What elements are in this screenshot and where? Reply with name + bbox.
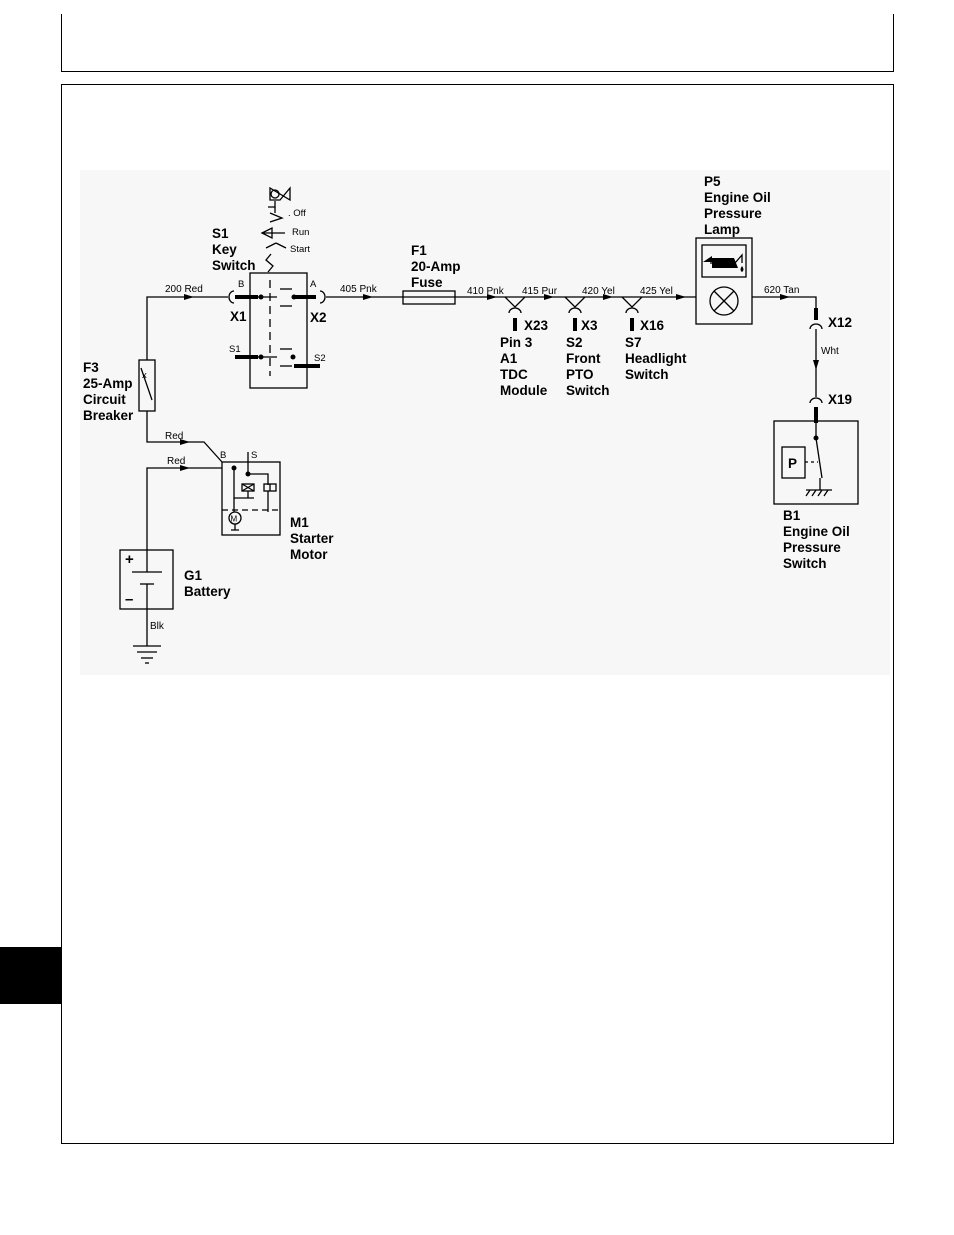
svg-text:M1: M1 <box>290 515 309 530</box>
lamp-icon <box>709 286 739 316</box>
svg-text:Starter: Starter <box>290 531 334 546</box>
svg-text:A1: A1 <box>500 351 518 366</box>
connector-x1: X1 <box>230 309 247 324</box>
key-position-off: . Off <box>288 208 306 219</box>
svg-text:P5: P5 <box>704 174 721 189</box>
svg-text:Switch: Switch <box>783 556 827 571</box>
wire-420-yel: 420 Yel <box>582 286 615 297</box>
svg-text:F3: F3 <box>83 360 99 375</box>
svg-text:Battery: Battery <box>184 584 231 599</box>
ground-icon <box>805 489 832 497</box>
svg-text:Front: Front <box>566 351 601 366</box>
wire-620-tan: 620 Tan <box>764 285 799 296</box>
key-position-run: Run <box>292 227 309 238</box>
connector-x23: X23 Pin 3 A1 TDC Module <box>500 296 549 398</box>
svg-text:S: S <box>251 450 257 461</box>
connector-x19: X19 <box>828 392 852 407</box>
main-content-box <box>61 84 894 1144</box>
svg-text:S7: S7 <box>625 335 642 350</box>
wire-blk: Blk <box>150 621 165 632</box>
svg-text:Switch: Switch <box>625 367 669 382</box>
circuit-breaker-f3: x F3 25-Amp Circuit Breaker <box>83 359 156 423</box>
svg-text:PTO: PTO <box>566 367 594 382</box>
svg-text:Switch: Switch <box>566 383 610 398</box>
svg-text:–: – <box>125 591 133 608</box>
fuse-f1: F1 20-Amp Fuse <box>402 243 461 305</box>
motor-icon: M <box>228 511 242 531</box>
oil-can-icon <box>701 244 747 278</box>
starter-motor-m1: B S M M1 Starter Motor <box>220 450 334 562</box>
svg-text:B: B <box>220 450 226 461</box>
wire-425-yel: 425 Yel <box>640 286 673 297</box>
wire-200-red: 200 Red <box>165 284 203 295</box>
svg-text:Module: Module <box>500 383 548 398</box>
wire-405-pnk: 405 Pnk <box>340 284 378 295</box>
key-icon <box>268 186 291 213</box>
svg-text:Lamp: Lamp <box>704 222 740 237</box>
terminal-s1: S1 <box>229 344 241 355</box>
svg-text:TDC: TDC <box>500 367 528 382</box>
engine-oil-lamp-p5: P5 Engine Oil Pressure Lamp <box>695 174 771 325</box>
s1-line2: Switch <box>212 258 256 273</box>
svg-text:X23: X23 <box>524 318 549 333</box>
ground-icon <box>133 645 161 664</box>
header-box <box>61 14 894 72</box>
svg-text:Circuit: Circuit <box>83 392 126 407</box>
svg-text:M: M <box>231 515 238 524</box>
svg-text:Breaker: Breaker <box>83 408 134 423</box>
wire-red-battery: Red <box>167 456 185 467</box>
connector-x3: X3 S2 Front PTO Switch <box>564 296 610 398</box>
connector-x2: X2 <box>310 310 327 325</box>
svg-text:25-Amp: 25-Amp <box>83 376 133 391</box>
svg-text:Engine Oil: Engine Oil <box>783 524 850 539</box>
f1-line1: 20-Amp <box>411 259 461 274</box>
key-position-start: Start <box>290 244 310 255</box>
section-tab <box>0 947 61 1004</box>
svg-text:Pin 3: Pin 3 <box>500 335 533 350</box>
svg-text:Pressure: Pressure <box>704 206 762 221</box>
svg-text:B1: B1 <box>783 508 801 523</box>
connector-x16: X16 S7 Headlight Switch <box>621 296 687 382</box>
svg-text:x: x <box>142 370 147 381</box>
diagram-panel <box>80 170 890 675</box>
svg-text:S2: S2 <box>566 335 583 350</box>
svg-text:Headlight: Headlight <box>625 351 687 366</box>
terminal-b: B <box>238 279 244 290</box>
svg-text:X16: X16 <box>640 318 665 333</box>
s1-line1: Key <box>212 242 237 257</box>
terminal-s2: S2 <box>314 353 326 364</box>
oil-pressure-switch-b1: P B1 Engine Oil Pressure Switch <box>773 420 859 571</box>
connector-x12: X12 <box>828 315 852 330</box>
svg-text:X3: X3 <box>581 318 598 333</box>
terminal-a: A <box>310 279 317 290</box>
key-switch-s1: . Off Run Start B A S1 S2 S1 Key Switch <box>212 186 326 389</box>
svg-text:G1: G1 <box>184 568 203 583</box>
wire-410-pnk: 410 Pnk <box>467 286 505 297</box>
svg-text:P: P <box>788 456 797 471</box>
svg-text:Engine Oil: Engine Oil <box>704 190 771 205</box>
f1-line2: Fuse <box>411 275 443 290</box>
f1-id: F1 <box>411 243 427 258</box>
wire-red-breaker: Red <box>165 431 183 442</box>
s1-id: S1 <box>212 226 229 241</box>
svg-text:+: + <box>125 551 134 568</box>
svg-text:Motor: Motor <box>290 547 328 562</box>
wire-wht: Wht <box>821 346 839 357</box>
wire-415-pur: 415 Pur <box>522 286 558 297</box>
svg-text:Pressure: Pressure <box>783 540 841 555</box>
